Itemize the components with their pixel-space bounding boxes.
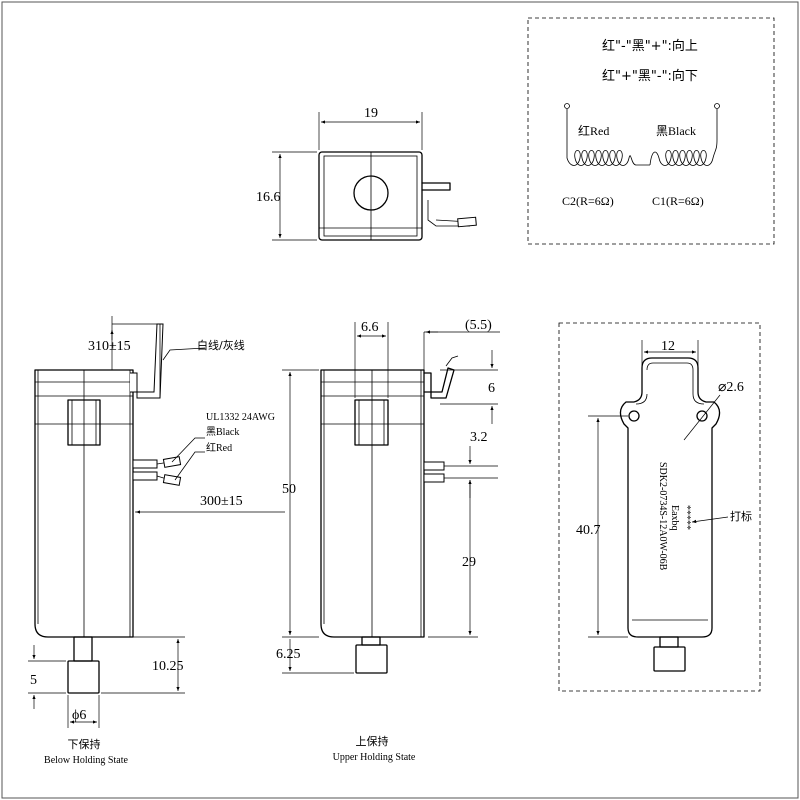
upper-caption-cn: 上保持 — [356, 734, 389, 748]
black-wire-label: 黑Black — [206, 426, 239, 438]
direction-rule-down: 红"+"黑"-":向下 — [602, 68, 698, 84]
below-caption-en: Below Holding State — [44, 755, 128, 766]
wiring-legend: 红"-"黑"+":向上 红"+"黑"-":向下 红Red 黑Black C2(R… — [527, 17, 775, 245]
coil-c1-label: C1(R=6Ω) — [652, 194, 704, 208]
right-height-dim: 40.7 — [576, 523, 601, 538]
top-view: 19 16.6 — [256, 106, 477, 241]
cable-spec: UL1332 24AWG — [206, 412, 275, 423]
mid-dim-3-2: 3.2 — [470, 430, 488, 445]
mid-width-dim: 6.6 — [361, 320, 379, 335]
wire-length-side: 300±15 — [200, 494, 243, 509]
mount-hole-right — [696, 410, 708, 422]
plunger-extension-dim: 10.25 — [152, 659, 184, 674]
right-width-dim: 12 — [661, 339, 675, 354]
upper-caption-en: Upper Holding State — [333, 752, 416, 763]
top-width-dim: 19 — [364, 106, 378, 121]
marking-note: 打标 — [730, 509, 752, 523]
wire-length-top: 310±15 — [88, 339, 131, 354]
mid-height-dim: 50 — [282, 482, 296, 497]
hole-diameter-dim: ⌀2.6 — [718, 380, 744, 395]
right-view: SDK2-0734S-12A0W-06B Eaxbq ***** 打标 12 ⌀… — [558, 322, 761, 692]
plunger-diameter-dim: ϕ6 — [72, 708, 86, 723]
plunger-length-dim: 5 — [30, 673, 37, 688]
coil-c1-symbol — [649, 109, 718, 166]
mid-dim-6: 6 — [488, 381, 495, 396]
below-caption-cn: 下保持 — [68, 737, 101, 751]
top-height-dim: 16.6 — [256, 190, 281, 205]
marking-line-2: Eaxbq — [669, 505, 680, 531]
mid-dim-6-25: 6.25 — [276, 647, 301, 662]
coil-c2-symbol — [566, 109, 650, 166]
mid-offset-dim: (5.5) — [465, 318, 492, 333]
plunger-hole — [353, 175, 389, 211]
terminal-left — [564, 103, 570, 109]
mount-hole-left — [628, 410, 640, 422]
wire-color-note: 白线/灰线 — [197, 338, 245, 352]
mid-dim-29: 29 — [462, 555, 476, 570]
direction-rule-up: 红"-"黑"+":向上 — [602, 38, 698, 54]
left-view: 白线/灰线 UL1332 24AWG 黑Black 红Red 310±15 30… — [28, 316, 285, 766]
marking-part-number: SDK2-0734S-12A0W-06B — [657, 462, 668, 571]
terminal-right — [714, 103, 720, 109]
marking-line-3: ***** — [681, 505, 692, 530]
coil-c2-label: C2(R=6Ω) — [562, 194, 614, 208]
middle-view: 6.6 (5.5) 6 3.2 29 50 6.25 上保持 Upper Hol… — [276, 318, 500, 763]
coil-red-label: 红Red — [578, 123, 609, 138]
coil-black-label: 黑Black — [656, 124, 696, 138]
red-wire-label: 红Red — [206, 441, 232, 454]
